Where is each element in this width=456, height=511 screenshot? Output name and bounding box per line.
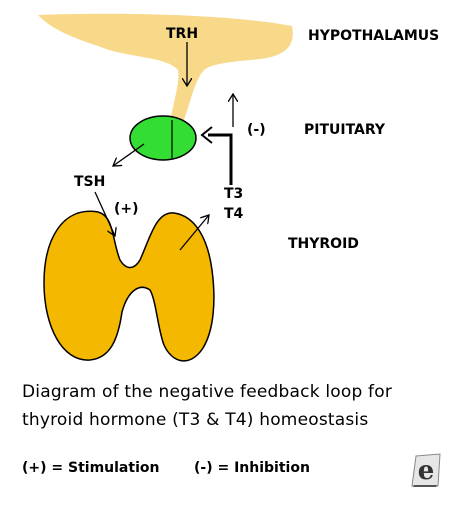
caption-line-2: thyroid hormone (T3 & T4) homeostasis xyxy=(22,410,369,430)
feedback-loop-diagram xyxy=(38,13,293,362)
t3-label: T3 xyxy=(224,186,244,202)
legend-inhibition: (-) = Inhibition xyxy=(194,460,310,476)
tsh-label: TSH xyxy=(74,174,106,190)
thyroid-label: THYROID xyxy=(288,236,359,252)
caption-line-1: Diagram of the negative feedback loop fo… xyxy=(22,382,393,402)
feedback-inhibition-head xyxy=(200,126,213,144)
tsh-release-arrow xyxy=(113,143,145,166)
hypothalamus-label: HYPOTHALAMUS xyxy=(308,28,440,44)
publisher-logo-letter: e xyxy=(418,456,435,486)
legend-stimulation: (+) = Stimulation xyxy=(22,460,160,476)
thyroid-shape xyxy=(43,210,215,362)
tsh-to-thyroid-arrow xyxy=(94,191,115,236)
feedback-inhibition-line xyxy=(208,133,233,185)
thyroid-output-arrow xyxy=(179,215,209,251)
publisher-logo-icon: e xyxy=(411,453,441,487)
inhibition-sign-label: (-) xyxy=(247,122,266,138)
hypothalamus-shape xyxy=(38,13,293,123)
t4-label: T4 xyxy=(224,206,244,222)
pituitary-shape xyxy=(129,115,197,161)
pituitary-label: PITUITARY xyxy=(304,122,386,138)
stimulation-sign-label: (+) xyxy=(114,201,139,217)
trh-label: TRH xyxy=(166,26,199,42)
